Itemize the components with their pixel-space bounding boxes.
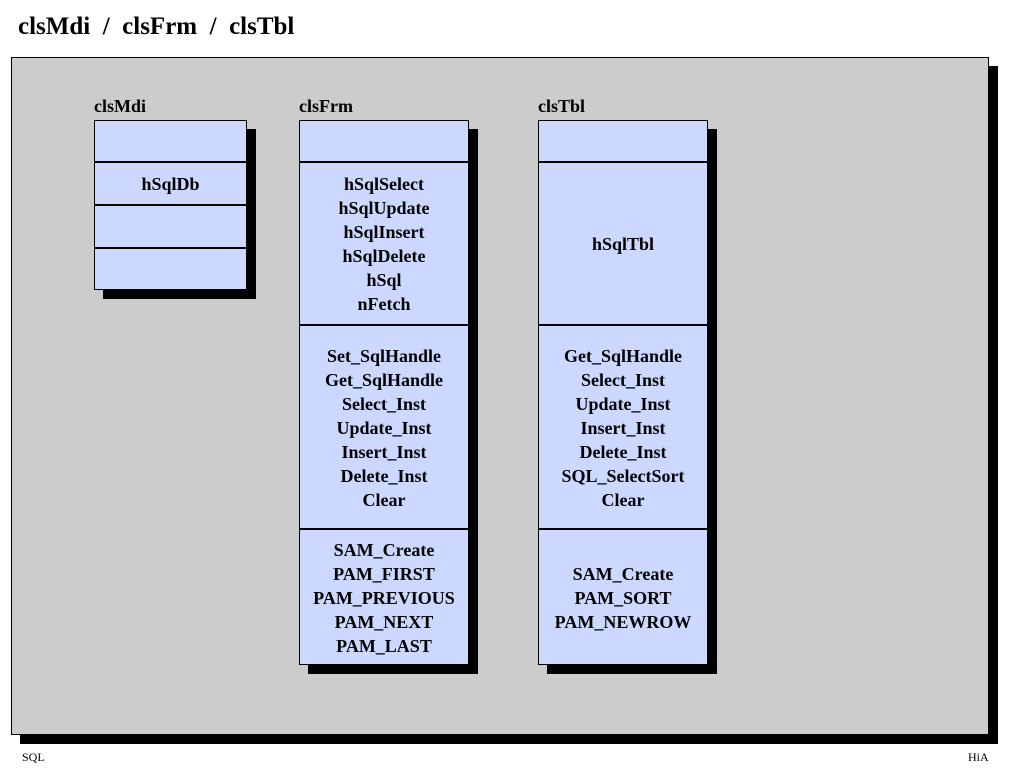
class-member: hSqlDelete <box>342 246 426 266</box>
class-member: SAM_Create <box>572 564 674 584</box>
class-section: hSqlSelect hSqlUpdate hSqlInsert hSqlDelete… <box>300 161 468 325</box>
class-member: Clear <box>601 489 645 510</box>
class-section: hSqlDb <box>95 161 246 205</box>
class-section: hSqlTbl <box>539 161 707 325</box>
class-member: SAM_Create <box>333 540 435 560</box>
class-member: Insert_Inst <box>580 417 666 438</box>
class-box-clsMdi: hSqlDb <box>94 120 247 290</box>
class-member: Select_Inst <box>581 369 665 390</box>
class-member: hSqlSelect <box>343 174 424 194</box>
class-member: Insert_Inst <box>341 441 427 462</box>
class-member: PAM_SORT <box>574 588 672 608</box>
class-member: PAM_LAST <box>336 636 432 656</box>
class-member: Delete_Inst <box>579 441 667 462</box>
class-member: Select_Inst <box>342 393 426 414</box>
class-member: hSqlUpdate <box>338 198 430 218</box>
class-member: nFetch <box>357 294 411 314</box>
class-member: Update_Inst <box>336 417 432 438</box>
class-name-clsTbl: clsTbl <box>538 96 586 116</box>
class-member: Delete_Inst <box>340 465 428 486</box>
class-member: hSqlTbl <box>591 234 655 254</box>
class-member: SQL_SelectSort <box>561 465 685 486</box>
class-member: hSqlInsert <box>343 222 425 242</box>
class-section <box>95 121 246 162</box>
class-member: Get_SqlHandle <box>563 345 683 366</box>
footer-left: SQL <box>22 750 45 764</box>
class-member: Update_Inst <box>575 393 671 414</box>
footer-right: HiA <box>968 750 989 764</box>
class-section <box>95 247 246 291</box>
class-member: Set_SqlHandle <box>326 345 442 366</box>
class-name-clsFrm: clsFrm <box>299 96 353 116</box>
class-name-clsMdi: clsMdi <box>94 96 146 116</box>
class-member: PAM_NEXT <box>334 612 434 632</box>
class-member: hSql <box>366 270 402 290</box>
class-section <box>539 121 707 162</box>
class-member: hSqlDb <box>141 174 200 194</box>
class-member: Clear <box>362 489 406 510</box>
class-section <box>95 204 246 248</box>
class-member: PAM_NEWROW <box>554 612 692 632</box>
class-member: Get_SqlHandle <box>324 369 444 390</box>
class-member: PAM_FIRST <box>333 564 435 584</box>
page-title: clsMdi / clsFrm / clsTbl <box>18 13 295 40</box>
class-member: PAM_PREVIOUS <box>313 588 455 608</box>
class-section <box>300 121 468 162</box>
